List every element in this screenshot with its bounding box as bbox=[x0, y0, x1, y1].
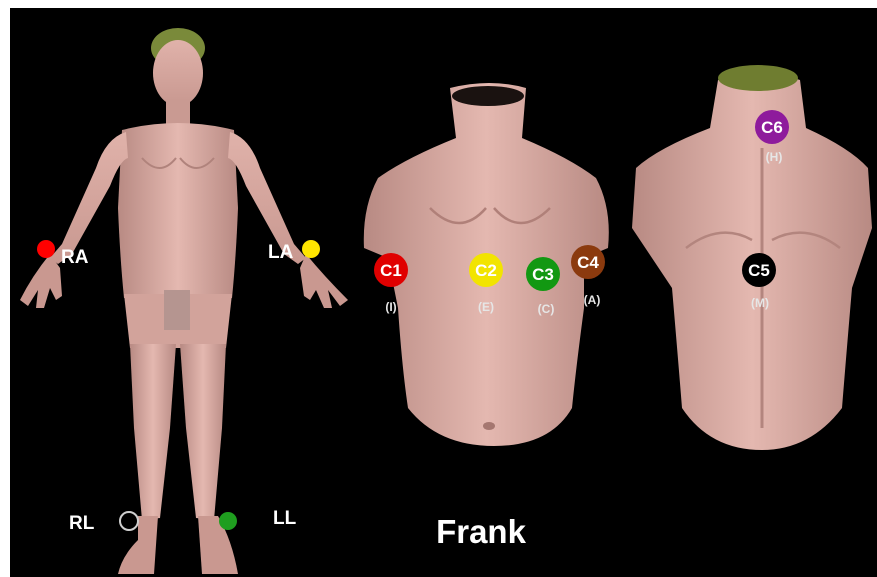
ll-label: LL bbox=[273, 508, 297, 529]
torso bbox=[118, 123, 238, 298]
c1-label: C1 bbox=[380, 261, 402, 280]
left-arm bbox=[228, 132, 306, 264]
c4-sublabel: (A) bbox=[584, 293, 601, 307]
c4-label: C4 bbox=[577, 253, 599, 272]
diagram-title: Frank bbox=[436, 513, 527, 550]
diagram-canvas: RA LA RL LL C1 (I) C2 ( bbox=[10, 8, 877, 577]
rl-label: RL bbox=[69, 513, 95, 534]
limb-electrode-rl: RL bbox=[69, 512, 138, 534]
c3-label: C3 bbox=[532, 265, 554, 284]
c6-sublabel: (H) bbox=[766, 150, 783, 164]
c5-label: C5 bbox=[748, 261, 770, 280]
head bbox=[153, 40, 203, 106]
frank-lead-placement-diagram: RA LA RL LL C1 (I) C2 ( bbox=[10, 8, 877, 577]
c1-sublabel: (I) bbox=[385, 300, 396, 314]
navel bbox=[483, 422, 495, 430]
censor-block bbox=[164, 290, 190, 330]
ra-label: RA bbox=[61, 247, 89, 268]
left-leg bbox=[180, 344, 226, 520]
left-hand bbox=[300, 254, 348, 308]
c3-sublabel: (C) bbox=[538, 302, 555, 316]
right-leg bbox=[130, 344, 176, 520]
right-arm bbox=[50, 132, 128, 264]
la-electrode-dot bbox=[302, 240, 320, 258]
full-body-figure bbox=[20, 28, 348, 574]
ra-electrode-dot bbox=[37, 240, 55, 258]
c5-sublabel: (M) bbox=[751, 296, 769, 310]
c6-label: C6 bbox=[761, 118, 783, 137]
right-hand bbox=[20, 254, 62, 308]
limb-electrode-ll: LL bbox=[219, 508, 297, 530]
c2-label: C2 bbox=[475, 261, 497, 280]
rl-electrode-dot bbox=[120, 512, 138, 530]
c2-sublabel: (E) bbox=[478, 300, 494, 314]
ll-electrode-dot bbox=[219, 512, 237, 530]
neck bbox=[166, 100, 190, 126]
la-label: LA bbox=[268, 242, 294, 263]
back-hair bbox=[718, 65, 798, 91]
front-neck-opening bbox=[452, 86, 524, 106]
